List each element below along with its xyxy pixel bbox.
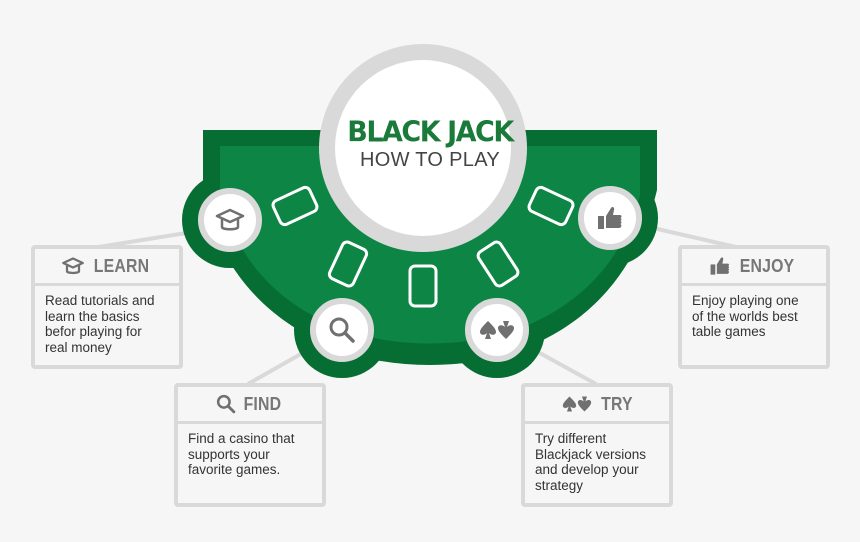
try-node[interactable] — [465, 298, 529, 362]
search-icon — [216, 394, 236, 414]
learn-line-1: Read tutorials and — [45, 293, 155, 308]
find-node[interactable] — [310, 298, 374, 362]
title-block: BLACK JACK HOW TO PLAY — [330, 116, 530, 172]
try-description: Try different Blackjack versions and dev… — [525, 424, 669, 493]
try-box-header: TRY — [525, 387, 669, 424]
try-line-4: strategy — [535, 477, 584, 493]
title-sub: HOW TO PLAY — [360, 149, 500, 171]
learn-description: Read tutorials and learn the basics befo… — [35, 286, 179, 355]
thumbs-up-icon — [711, 257, 730, 275]
enjoy-description: Enjoy playing one of the worlds best tab… — [682, 286, 826, 340]
search-icon — [329, 317, 355, 343]
title-main: BLACK JACK — [347, 116, 514, 149]
thumbs-up-icon — [598, 206, 622, 229]
title-circle — [335, 60, 511, 236]
spades-icon — [480, 321, 514, 339]
learn-box-header: LEARN — [35, 249, 179, 286]
try-line-3: and develop your — [535, 462, 639, 477]
spades-icon — [562, 396, 591, 412]
enjoy-title: ENJOY — [740, 255, 795, 276]
learn-title: LEARN — [93, 255, 150, 276]
try-title: TRY — [600, 393, 633, 414]
try-box: TRY Try different Blackjack versions and… — [521, 383, 673, 507]
enjoy-line-2: of the worlds best — [692, 308, 798, 324]
enjoy-line-3: table games — [692, 324, 766, 339]
learn-line-3: befor playing for — [45, 324, 142, 339]
learn-line-4: real money — [45, 339, 112, 355]
find-box-header: FIND — [178, 387, 322, 424]
find-line-3: favorite games. — [188, 462, 281, 477]
find-description: Find a casino that supports your favorit… — [178, 424, 322, 478]
find-title: FIND — [243, 393, 282, 414]
enjoy-line-1: Enjoy playing one — [692, 293, 799, 308]
card-outlines — [271, 185, 575, 308]
enjoy-box: ENJOY Enjoy playing one of the worlds be… — [678, 245, 830, 369]
find-box: FIND Find a casino that supports your fa… — [174, 383, 326, 507]
learn-line-2: learn the basics — [45, 308, 140, 324]
graduation-cap-icon — [215, 208, 245, 231]
try-line-2: Blackjack versions — [535, 446, 647, 462]
try-line-1: Try different — [535, 431, 607, 446]
enjoy-node[interactable] — [578, 186, 642, 250]
graduation-cap-icon — [62, 257, 84, 275]
find-line-2: supports your — [188, 446, 270, 462]
enjoy-box-header: ENJOY — [682, 249, 826, 286]
learn-node[interactable] — [198, 188, 262, 252]
learn-box: LEARN Read tutorials and learn the basic… — [31, 245, 183, 369]
find-line-1: Find a casino that — [188, 431, 295, 446]
